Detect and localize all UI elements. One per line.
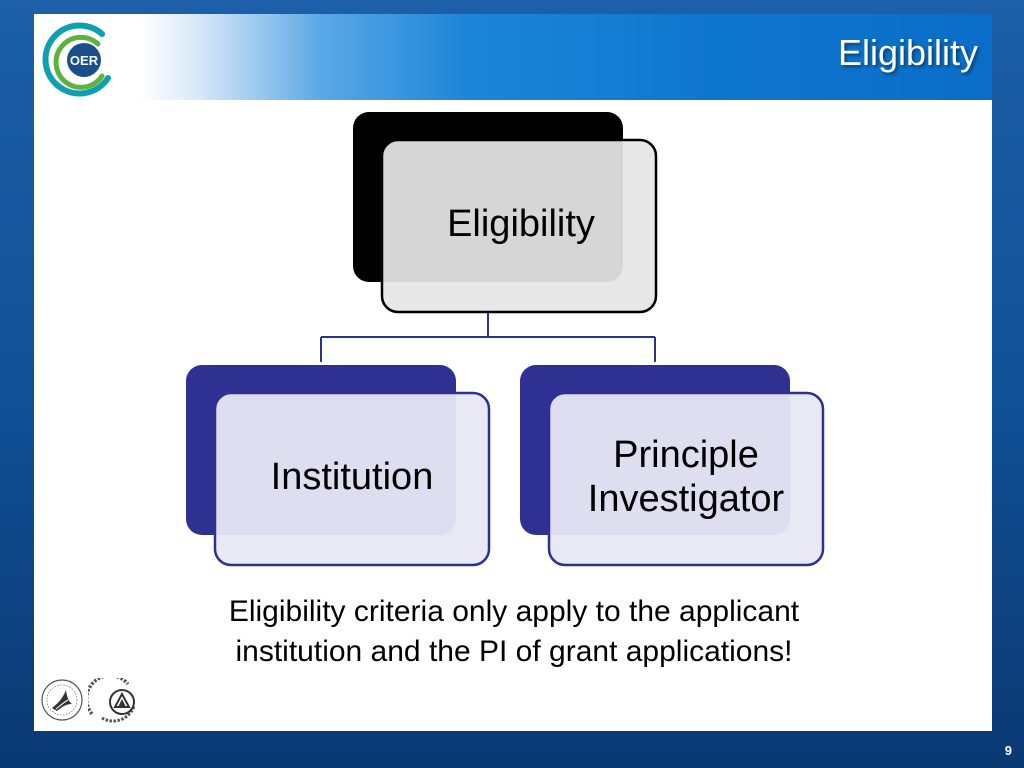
root-node-front xyxy=(380,138,658,314)
slide-title: Eligibility xyxy=(837,32,978,73)
slide-header: OER Eligibility xyxy=(34,14,992,100)
child-node-pi-label: Principle Investigator xyxy=(587,434,785,520)
oer-logo-text: OER xyxy=(70,53,99,68)
nih-logo-icon xyxy=(88,678,136,723)
oer-logo: OER xyxy=(42,22,111,97)
child-node-institution-front xyxy=(213,391,491,567)
hierarchy-diagram xyxy=(186,112,825,567)
caption-line-2: institution and the PI of grant applicat… xyxy=(235,635,793,668)
page-number: 9 xyxy=(1004,743,1012,758)
root-node-label: Eligibility xyxy=(447,203,595,245)
eligibility-caption: Eligibility criteria only apply to the a… xyxy=(94,592,934,672)
child-node-pi-front xyxy=(547,391,825,567)
child-node-institution-label: Institution xyxy=(270,455,434,498)
slide: OER Eligibility Eligibility Institution … xyxy=(34,14,992,731)
hhs-seal-icon xyxy=(41,679,83,721)
caption-line-1: Eligibility criteria only apply to the a… xyxy=(228,595,800,628)
